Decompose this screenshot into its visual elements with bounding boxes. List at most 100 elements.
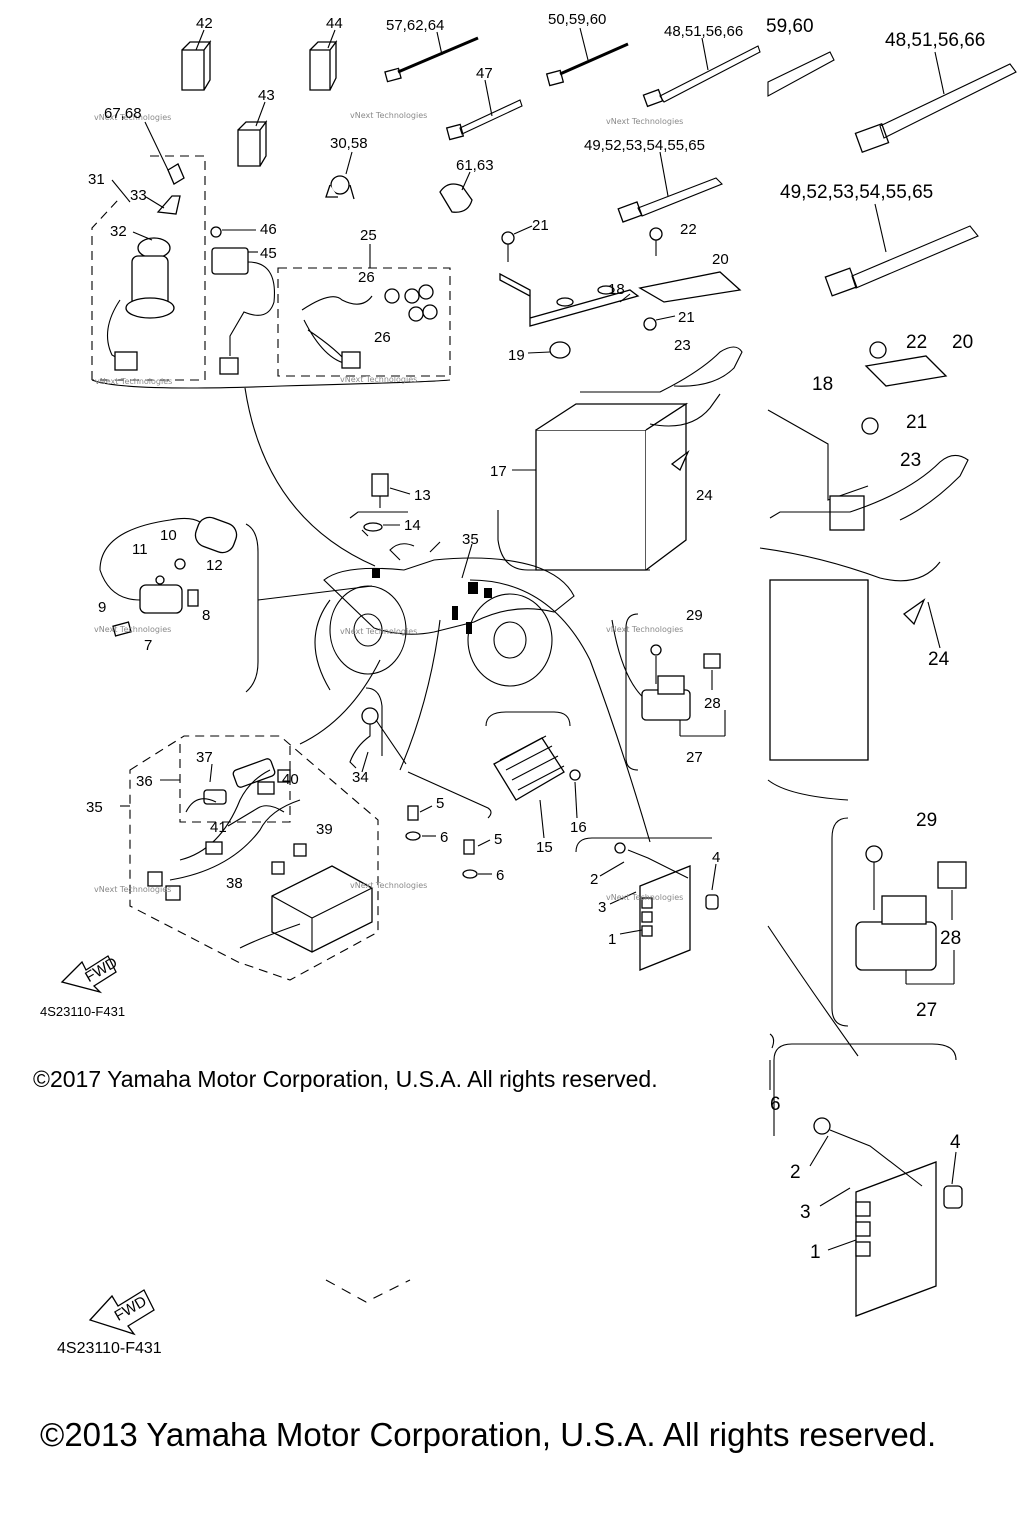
watermark: vNext Technologies [94,625,171,634]
callout-50-59-60: 50,59,60 [548,11,606,28]
callout-5-b: 5 [494,831,502,848]
starter-relay-27-part [641,644,726,737]
callout-39: 39 [316,821,333,838]
callout-28: 28 [704,695,721,712]
cable-tie-47-part [445,79,523,141]
diagram-code-large: 4S23110-F431 [57,1340,162,1357]
atv-vehicle-outline [323,541,575,687]
callout-24: 24 [696,487,713,504]
cable-tie-57-62-64-part [384,31,479,83]
callout-24-large: 24 [928,649,950,670]
callout-37: 37 [196,749,213,766]
bolt-21-lower-part [643,315,676,331]
callout-18: 18 [608,281,625,298]
cable-tie-50-59-60-part [545,27,629,87]
callout-1: 1 [608,931,616,948]
watermark: vNext Technologies [94,113,171,122]
starter-relay-large-part [855,845,967,985]
battery-bracket-18-part [499,272,640,327]
callout-49-52-53-54-55-65-large: 49,52,53,54,55,65 [780,182,933,203]
callout-47: 47 [476,65,493,82]
callout-17: 17 [490,463,507,480]
callout-43: 43 [258,87,275,104]
watermark: vNext Technologies [350,881,427,890]
callout-29-large: 29 [916,810,937,831]
callout-48-51-56-66: 48,51,56,66 [664,23,743,40]
clamp-61-63-part [439,171,473,213]
callout-21-b: 21 [678,309,695,326]
callout-22: 22 [680,221,697,238]
bolt-5-6-part [405,805,492,879]
cover-20-part [638,227,742,303]
clamp-30-58-part [325,151,355,200]
callout-10: 10 [160,527,177,544]
callout-61-63: 61,63 [456,157,494,174]
callout-46: 46 [260,221,277,238]
watermark: vNext Technologies [350,111,427,120]
copyright-large: ©2013 Yamaha Motor Corporation, U.S.A. A… [40,1416,937,1453]
copyright-small: ©2017 Yamaha Motor Corporation, U.S.A. A… [33,1066,658,1092]
callout-23-large: 23 [900,450,921,471]
callout-6-b: 6 [496,867,504,884]
watermark: vNext Technologies [606,893,683,902]
callout-6-large: 6 [770,1094,781,1115]
sensor-13-part [363,473,411,532]
callout-1-large: 1 [810,1242,821,1263]
watermark: vNext Technologies [606,625,683,634]
callout-44: 44 [326,15,343,32]
lead-wire-group-outline [277,267,451,377]
cable-tie-48-51-56-66-part [642,37,761,108]
callout-40: 40 [282,771,299,788]
callout-36: 36 [136,773,153,790]
callout-41: 41 [210,819,227,836]
callout-5-a: 5 [436,795,444,812]
fwd-arrow-small: FWD [60,954,121,994]
callout-8: 8 [202,607,210,624]
callout-14: 14 [404,517,421,534]
callout-35-a: 35 [462,531,479,548]
callout-48-51-56-66-large: 48,51,56,66 [885,30,985,51]
callout-11: 11 [132,541,148,558]
watermark: vNext Technologies [340,375,417,384]
cdi-unit-1-part [599,842,719,971]
callout-38: 38 [226,875,243,892]
cable-tie-49-65-large-part [824,203,979,297]
callout-7: 7 [144,637,152,654]
callout-3: 3 [598,899,606,916]
callout-29: 29 [686,607,703,624]
watermark: vNext Technologies [95,377,172,386]
callout-30-58: 30,58 [330,135,368,152]
callout-16: 16 [570,819,587,836]
callout-18-large: 18 [812,374,833,395]
damper-19-part [527,341,571,359]
callout-2-large: 2 [790,1162,801,1183]
fwd-arrow-large: FWD [88,1289,155,1336]
coupler-44-part [309,29,338,91]
bolt-21-upper-part [501,225,533,262]
main-switch-group-outline [91,155,206,381]
bolt-46-part [210,226,256,238]
callout-2: 2 [590,871,598,888]
callout-22-large: 22 [906,332,927,353]
callout-25: 25 [360,227,377,244]
callout-19: 19 [508,347,525,364]
leader-switch-to-vehicle [244,387,376,567]
callout-45: 45 [260,245,277,262]
callout-4-large: 4 [950,1132,961,1153]
diagram-code-small: 4S23110-F431 [40,1004,126,1019]
callout-27-large: 27 [916,1000,937,1021]
callout-23: 23 [674,337,691,354]
wire-harness-35-part [147,758,373,953]
callout-21-a: 21 [532,217,549,234]
callout-32: 32 [110,223,127,240]
battery-large-part [759,341,969,761]
cable-tie-49-65-part [617,151,723,223]
cable-tie-59-60-large-part [767,51,835,97]
callout-28-large: 28 [940,928,961,949]
battery-17-part [512,346,743,571]
main-switch-assembly [106,121,185,371]
callout-6-a: 6 [440,829,448,846]
callout-20: 20 [712,251,729,268]
callout-42: 42 [196,15,213,32]
